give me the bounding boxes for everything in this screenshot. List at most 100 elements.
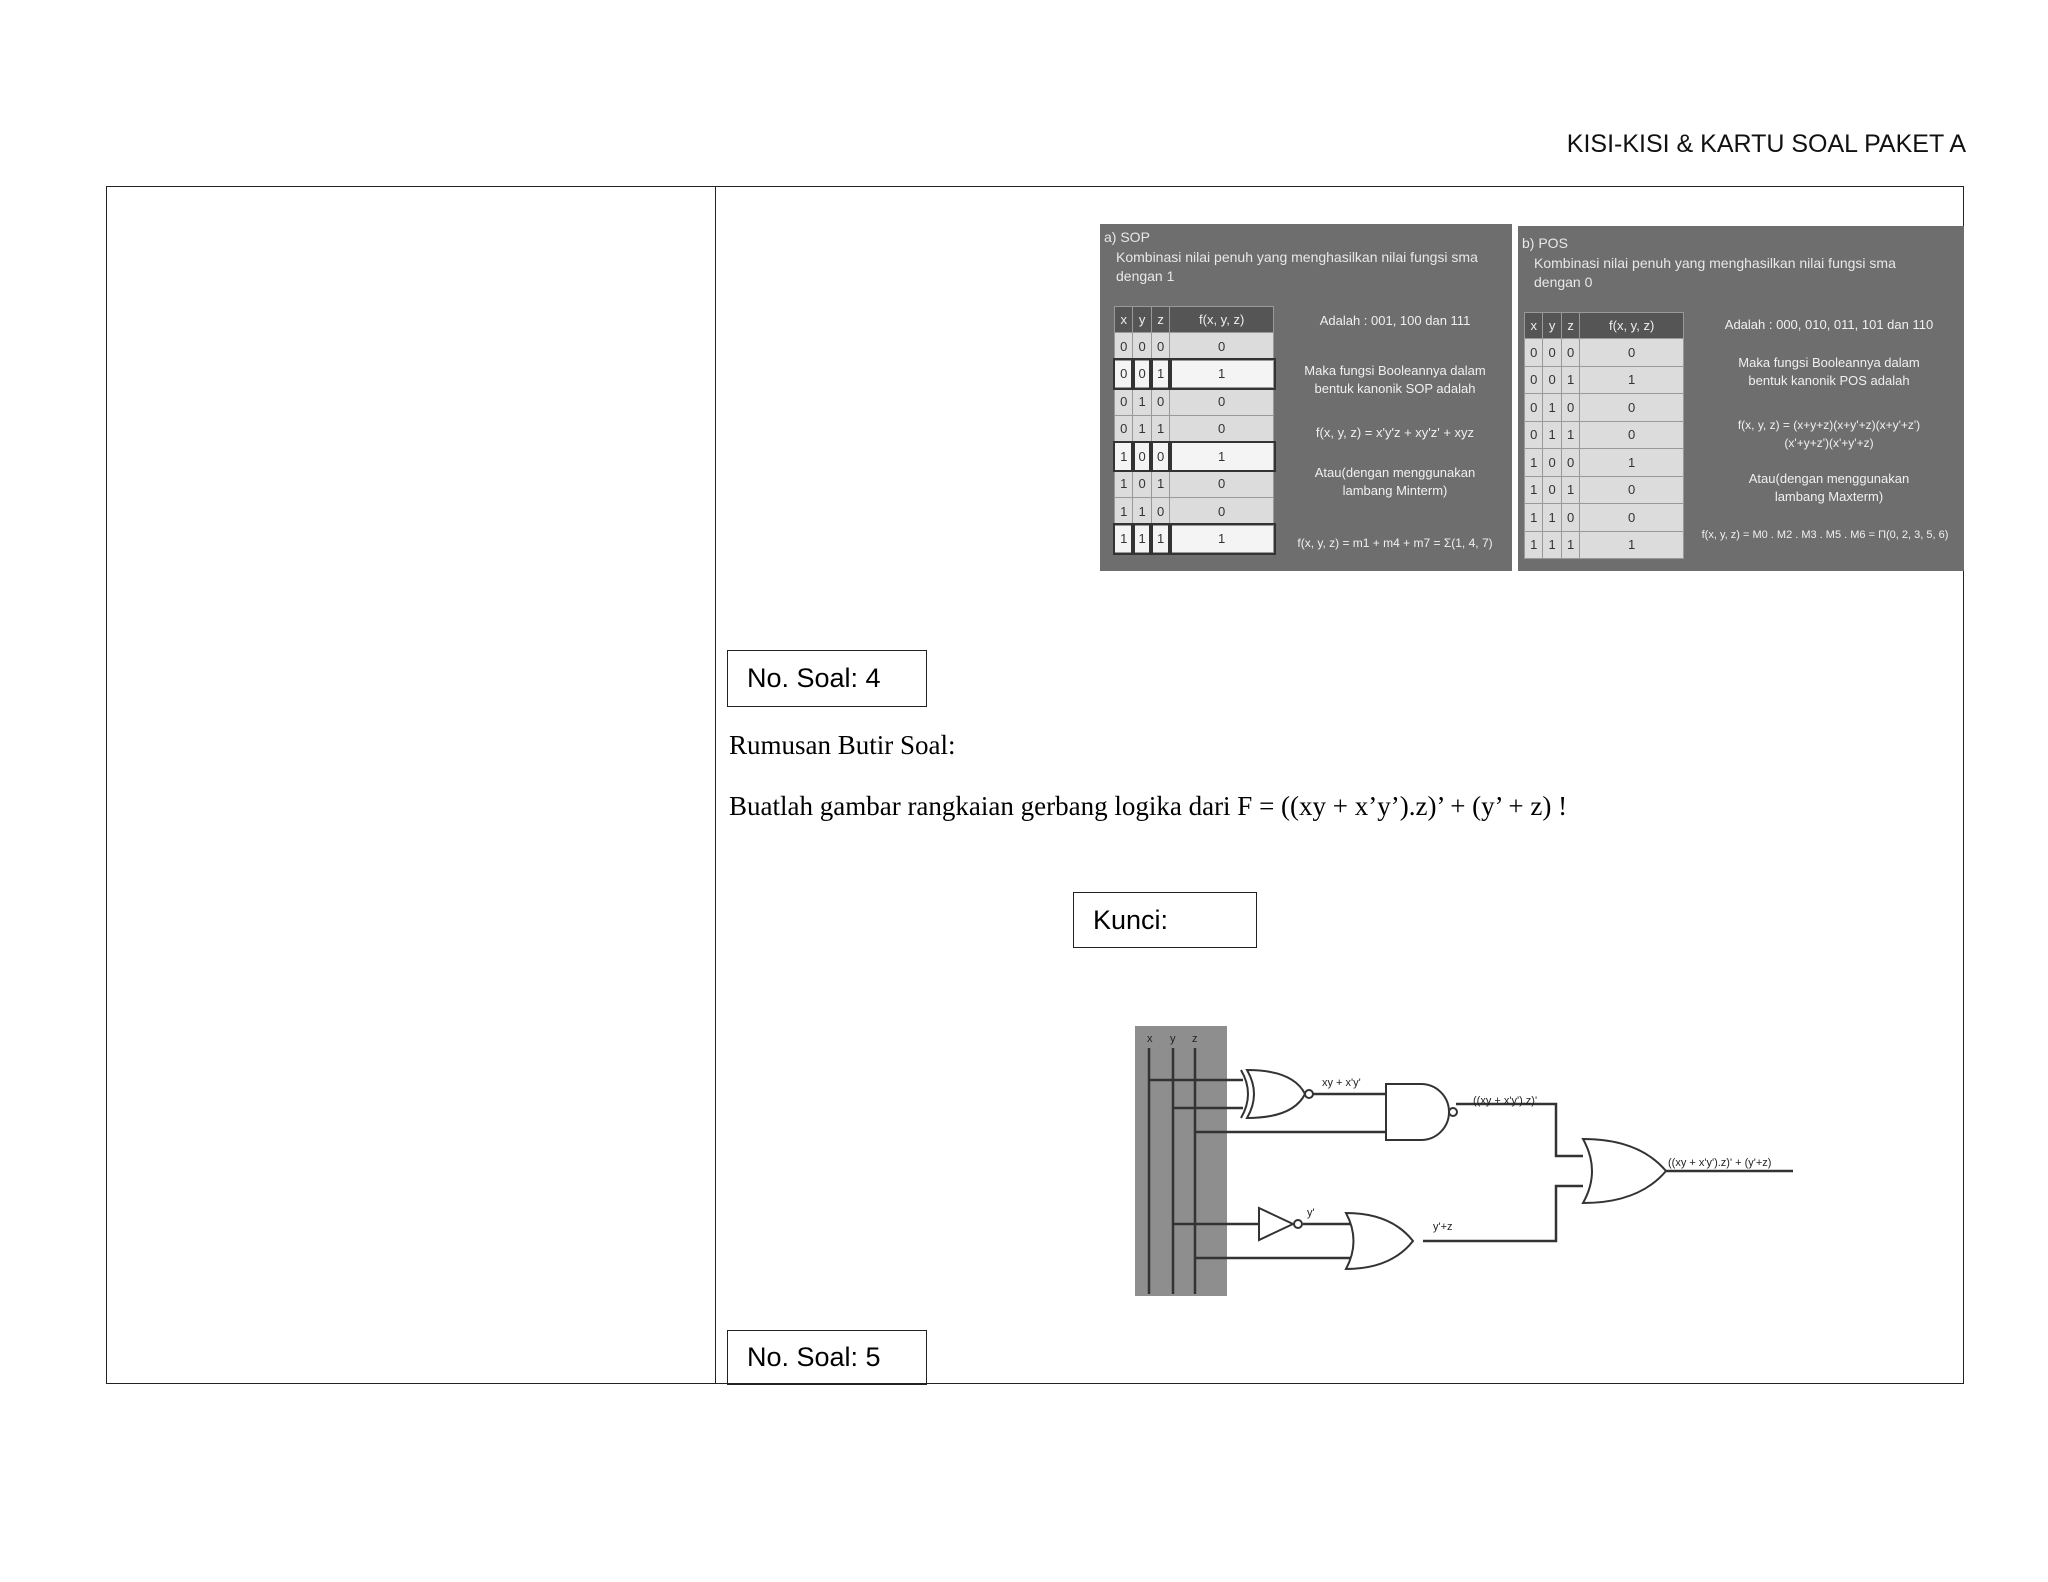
sop-truth-header-cell: x [1113, 306, 1134, 333]
pos-formula-1: f(x, y, z) = (x+y+z)(x+y'+z)(x+y'+z') [1737, 418, 1921, 432]
sop-truth-cell: 0 [1169, 332, 1274, 361]
sop-truth-cell: 1 [1113, 497, 1134, 526]
sop-truth-cell: 0 [1169, 387, 1274, 416]
pos-truth-header-cell: y [1542, 312, 1562, 339]
pos-truth-cell: 1 [1542, 503, 1562, 532]
sop-maka-text-2: bentuk kanonik SOP adalah [1314, 381, 1476, 396]
or-output-label: y'+z [1433, 1221, 1453, 1233]
question-card-table [106, 186, 1964, 1384]
pos-truth-cell: 0 [1560, 503, 1581, 532]
xnor-output-label: xy + x'y' [1322, 1077, 1361, 1089]
pos-truth-cell: 1 [1523, 475, 1544, 504]
pos-maka-text-1: Maka fungsi Booleannya dalam [1738, 355, 1920, 370]
soal-5-number-label: No. Soal: 5 [747, 1342, 881, 1372]
pos-truth-cell: 0 [1579, 393, 1684, 422]
pos-truth-header-cell: f(x, y, z) [1579, 312, 1684, 339]
sop-truth-cell: 0 [1169, 497, 1274, 526]
sop-slide-subtitle-1: Kombinasi nilai penuh yang menghasilkan … [1116, 249, 1478, 265]
sop-atau-text-2: lambang Minterm) [1342, 483, 1448, 498]
document-header-title: KISI-KISI & KARTU SOAL PAKET A [1566, 130, 1966, 158]
input-label-y: y [1170, 1033, 1176, 1045]
sop-truth-cell: 1 [1130, 523, 1154, 555]
pos-slide-subtitle-2: dengan 0 [1534, 274, 1593, 290]
pos-slide-image: b) POS Kombinasi nilai penuh yang mengha… [1518, 226, 1964, 571]
sop-slide-subtitle-2: dengan 1 [1116, 268, 1175, 284]
pos-truth-cell: 1 [1579, 448, 1684, 477]
soal-4-number-box: No. Soal: 4 [727, 650, 927, 707]
pos-maka-text-2: bentuk kanonik POS adalah [1748, 373, 1910, 388]
final-or-gate [1581, 1137, 1668, 1205]
pos-atau-text-1: Atau(dengan menggunakan [1748, 471, 1910, 486]
sop-formula: f(x, y, z) = x'y'z + xy'z' + xyz [1315, 425, 1475, 440]
sop-truth-cell: 1 [1112, 523, 1135, 555]
pos-truth-cell: 1 [1542, 420, 1562, 449]
kunci-box: Kunci: [1073, 892, 1257, 948]
final-output-label: ((xy + x'y').z)' + (y'+z) [1668, 1157, 1771, 1169]
pos-truth-cell: 0 [1542, 338, 1562, 367]
pos-truth-cell: 1 [1542, 393, 1562, 422]
pos-truth-cell: 1 [1523, 448, 1544, 477]
not-gate [1258, 1206, 1303, 1242]
sop-truth-cell: 0 [1132, 332, 1152, 361]
pos-truth-cell: 0 [1560, 448, 1581, 477]
circuit-wires [1147, 1048, 1793, 1294]
sop-truth-cell: 0 [1130, 440, 1154, 472]
sop-slide-image: a) SOP Kombinasi nilai penuh yang mengha… [1100, 224, 1512, 571]
pos-slide-heading: b) POS [1522, 235, 1568, 251]
sop-truth-cell: 1 [1167, 523, 1276, 555]
sop-truth-cell: 0 [1169, 469, 1274, 498]
pos-atau-text-2: lambang Maxterm) [1774, 489, 1884, 504]
pos-truth-cell: 0 [1523, 338, 1544, 367]
or-gate [1344, 1211, 1415, 1271]
soal-4-question-text: Buatlah gambar rangkaian gerbang logika … [729, 791, 1568, 821]
input-label-x: x [1147, 1033, 1153, 1045]
sop-truth-cell: 0 [1150, 332, 1171, 361]
sop-truth-cell: 0 [1169, 414, 1274, 443]
pos-truth-cell: 0 [1523, 393, 1544, 422]
pos-maxterm-formula: f(x, y, z) = M0 . M2 . M3 . M5 . M6 = Π(… [1701, 529, 1949, 541]
pos-truth-cell: 0 [1542, 365, 1562, 394]
pos-truth-cell: 1 [1560, 365, 1581, 394]
sop-truth-header-cell: f(x, y, z) [1169, 306, 1274, 333]
sop-truth-cell: 0 [1113, 414, 1134, 443]
pos-truth-cell: 0 [1579, 503, 1684, 532]
not-output-label: y' [1307, 1207, 1315, 1219]
pos-truth-cell: 0 [1560, 393, 1581, 422]
pos-truth-cell: 0 [1542, 448, 1562, 477]
input-bus-background [1135, 1026, 1227, 1296]
sop-truth-cell: 1 [1132, 387, 1152, 416]
input-label-z: z [1192, 1033, 1198, 1045]
sop-truth-cell: 1 [1132, 414, 1152, 443]
wire-nand-to-final-or [1456, 1102, 1583, 1158]
sop-truth-header-cell: z [1150, 306, 1171, 333]
pos-truth-cell: 1 [1579, 365, 1684, 394]
sop-truth-cell: 1 [1113, 469, 1134, 498]
sop-truth-cell: 0 [1113, 332, 1134, 361]
pos-truth-cell: 1 [1542, 530, 1562, 559]
sop-truth-cell: 1 [1150, 469, 1171, 498]
sop-truth-cell: 0 [1150, 497, 1171, 526]
soal-5-number-box: No. Soal: 5 [727, 1330, 927, 1385]
sop-atau-text-1: Atau(dengan menggunakan [1314, 465, 1476, 480]
column-divider [715, 187, 716, 1383]
sop-truth-cell: 0 [1150, 387, 1171, 416]
pos-truth-header-cell: z [1560, 312, 1581, 339]
pos-truth-cell: 0 [1579, 475, 1684, 504]
pos-truth-cell: 0 [1579, 420, 1684, 449]
kunci-label: Kunci: [1093, 904, 1169, 935]
pos-truth-cell: 1 [1523, 503, 1544, 532]
pos-truth-cell: 0 [1523, 365, 1544, 394]
sop-truth-cell: 1 [1150, 414, 1171, 443]
